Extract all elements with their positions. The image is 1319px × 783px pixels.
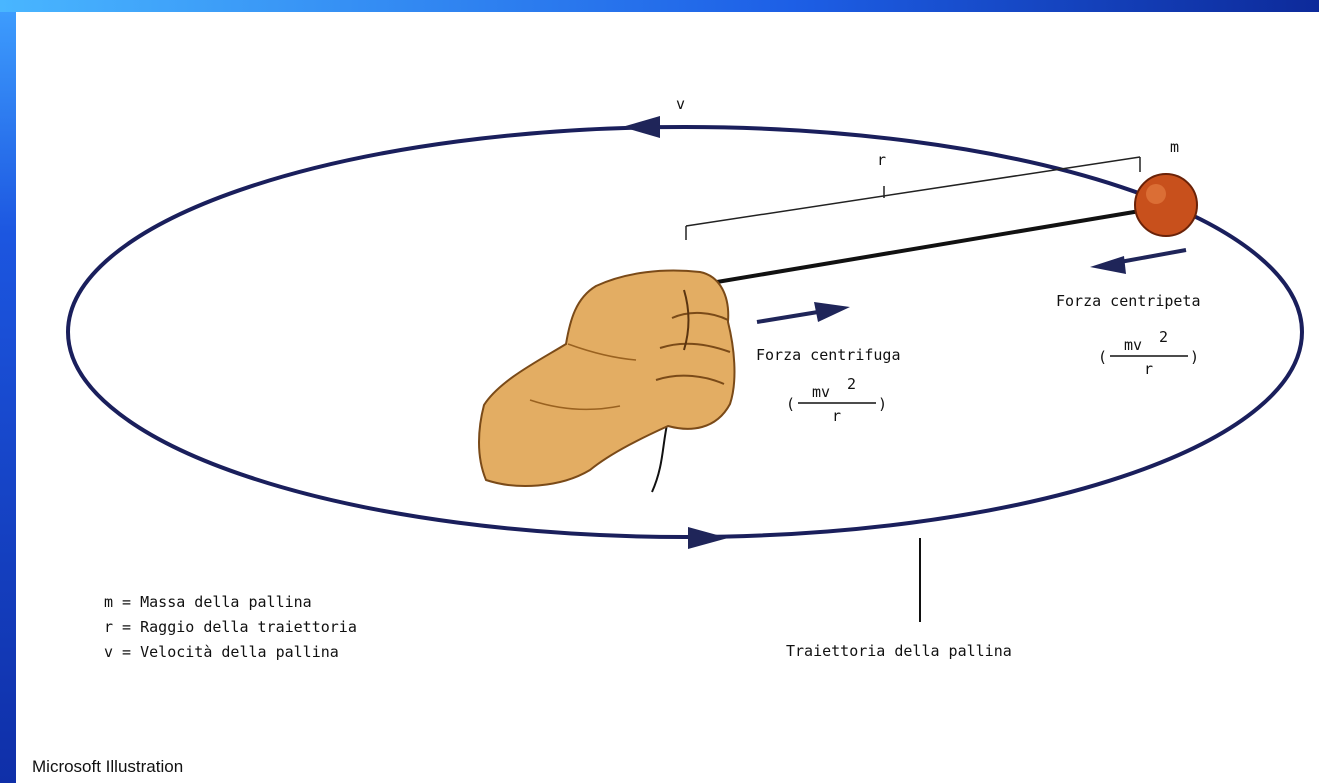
formula-denominator: r bbox=[832, 407, 841, 425]
label-r: r bbox=[877, 151, 886, 169]
label-centripetal-force: Forza centripeta bbox=[1056, 292, 1201, 310]
centripetal-arrow bbox=[1090, 250, 1186, 274]
label-m: m bbox=[1170, 138, 1179, 156]
radius-bracket bbox=[686, 157, 1140, 240]
ball-icon bbox=[1135, 174, 1197, 236]
label-centrifugal-force: Forza centrifuga bbox=[756, 346, 901, 364]
centrifugal-formula: ( mv 2 r ) bbox=[786, 375, 887, 425]
paren-open: ( bbox=[786, 395, 795, 413]
centripetal-formula: ( mv 2 r ) bbox=[1098, 328, 1199, 378]
legend-item-m: m = Massa della pallina bbox=[104, 593, 312, 611]
legend-item-v: v = Velocità della pallina bbox=[104, 643, 339, 661]
fist-hand-icon bbox=[479, 271, 734, 486]
label-v: v bbox=[676, 95, 685, 113]
formula-exponent: 2 bbox=[847, 375, 856, 393]
label-trajectory: Traiettoria della pallina bbox=[786, 642, 1012, 660]
legend: m = Massa della pallina r = Raggio della… bbox=[104, 593, 357, 661]
credit-text: Microsoft Illustration bbox=[32, 757, 183, 776]
paren-close: ) bbox=[1190, 348, 1199, 366]
legend-item-r: r = Raggio della traiettoria bbox=[104, 618, 357, 636]
formula-denominator: r bbox=[1144, 360, 1153, 378]
velocity-arrow-bottom bbox=[688, 527, 728, 549]
formula-numerator: mv bbox=[1124, 336, 1142, 354]
string bbox=[705, 211, 1140, 284]
velocity-arrow-top bbox=[622, 116, 660, 138]
paren-open: ( bbox=[1098, 348, 1107, 366]
formula-numerator: mv bbox=[812, 383, 830, 401]
formula-exponent: 2 bbox=[1159, 328, 1168, 346]
paren-close: ) bbox=[878, 395, 887, 413]
centrifugal-arrow bbox=[757, 302, 850, 322]
